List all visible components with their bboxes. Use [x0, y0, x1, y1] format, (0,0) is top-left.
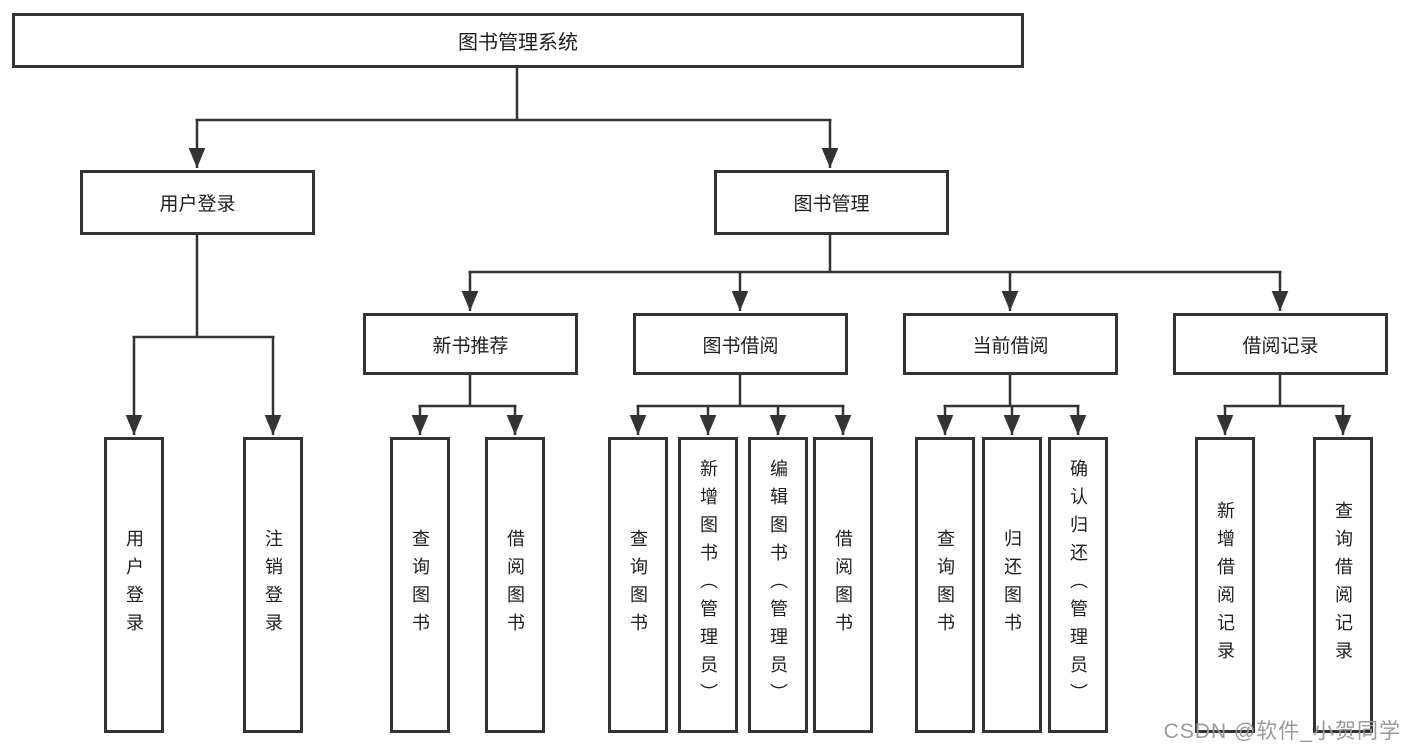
node-leaf-current-query-books-label: 查询图书 — [935, 529, 955, 641]
node-leaf-borrow-borrow-books-label: 借阅图书 — [833, 529, 853, 641]
node-user-login: 用户登录 — [80, 170, 315, 235]
node-borrow-records-label: 借阅记录 — [1242, 335, 1319, 357]
node-leaf-logout: 注销登录 — [243, 437, 303, 733]
node-current-borrow: 当前借阅 — [903, 313, 1118, 375]
node-new-book-recommend-label: 新书推荐 — [432, 335, 509, 357]
node-root: 图书管理系统 — [12, 13, 1024, 68]
node-leaf-user-login-label: 用户登录 — [124, 529, 144, 641]
node-leaf-current-return-books-label: 归还图书 — [1002, 529, 1022, 641]
node-book-borrow-label: 图书借阅 — [702, 335, 779, 357]
node-current-borrow-label: 当前借阅 — [972, 335, 1049, 357]
node-leaf-recommend-borrow-books: 借阅图书 — [485, 437, 545, 733]
node-root-label: 图书管理系统 — [458, 32, 578, 54]
node-leaf-recommend-query-books: 查询图书 — [390, 437, 450, 733]
node-leaf-records-query-borrow-record: 查询借阅记录 — [1313, 437, 1373, 733]
node-user-login-label: 用户登录 — [159, 194, 236, 215]
node-leaf-borrow-add-books-admin: 新增图书（管理员） — [678, 437, 738, 733]
node-book-management: 图书管理 — [714, 170, 949, 235]
node-leaf-current-confirm-return-admin: 确认归还（管理员） — [1048, 437, 1108, 733]
node-leaf-records-query-borrow-record-label: 查询借阅记录 — [1333, 501, 1353, 669]
node-leaf-current-query-books: 查询图书 — [915, 437, 975, 733]
node-leaf-current-confirm-return-admin-label: 确认归还（管理员） — [1068, 459, 1088, 711]
node-leaf-borrow-query-books-label: 查询图书 — [628, 529, 648, 641]
node-leaf-borrow-query-books: 查询图书 — [608, 437, 668, 733]
node-leaf-current-return-books: 归还图书 — [982, 437, 1042, 733]
node-leaf-recommend-borrow-books-label: 借阅图书 — [505, 529, 525, 641]
node-leaf-records-add-borrow-record: 新增借阅记录 — [1195, 437, 1255, 733]
node-leaf-borrow-borrow-books: 借阅图书 — [813, 437, 873, 733]
node-book-borrow: 图书借阅 — [633, 313, 848, 375]
node-new-book-recommend: 新书推荐 — [363, 313, 578, 375]
node-leaf-recommend-query-books-label: 查询图书 — [410, 529, 430, 641]
node-leaf-borrow-edit-books-admin-label: 编辑图书（管理员） — [768, 459, 788, 711]
node-borrow-records: 借阅记录 — [1173, 313, 1388, 375]
node-leaf-records-add-borrow-record-label: 新增借阅记录 — [1215, 501, 1235, 669]
node-leaf-logout-label: 注销登录 — [263, 529, 283, 641]
node-leaf-borrow-edit-books-admin: 编辑图书（管理员） — [748, 437, 808, 733]
node-book-management-label: 图书管理 — [793, 194, 870, 215]
node-leaf-user-login: 用户登录 — [104, 437, 164, 733]
node-leaf-borrow-add-books-admin-label: 新增图书（管理员） — [698, 459, 718, 711]
